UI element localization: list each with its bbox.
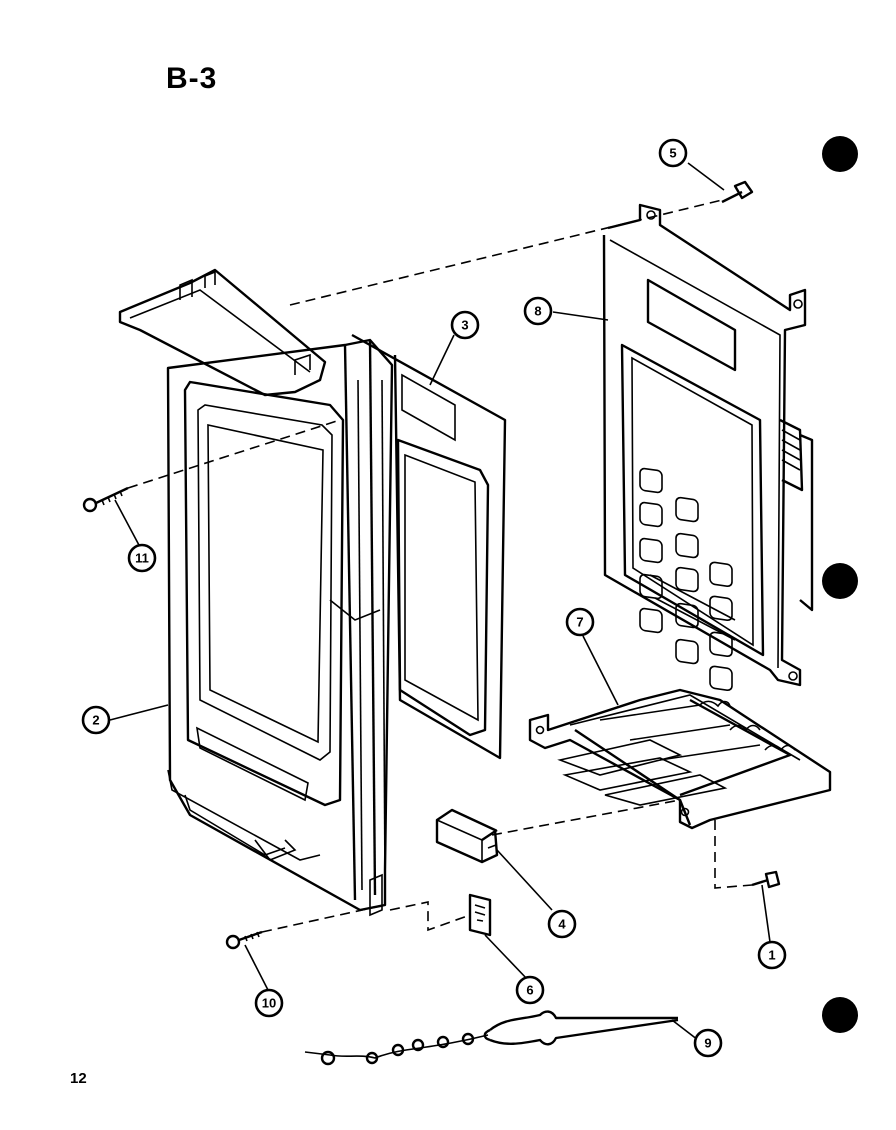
choke-cover — [351, 333, 507, 760]
binder-hole-bottom — [822, 997, 858, 1033]
screw-11 — [82, 486, 129, 513]
label-plate — [468, 893, 492, 937]
diagram-title: B-3 — [166, 62, 218, 95]
callout-3: 3 — [450, 310, 480, 340]
callout-8: 8 — [523, 296, 553, 326]
screw-10 — [225, 930, 263, 950]
switch-assembly — [528, 688, 832, 830]
callout-11: 11 — [127, 543, 157, 573]
svg-text:9: 9 — [704, 1036, 711, 1051]
svg-text:10: 10 — [262, 996, 276, 1011]
svg-text:7: 7 — [576, 615, 583, 630]
svg-text:5: 5 — [669, 146, 676, 161]
screw-1 — [751, 870, 781, 889]
svg-text:11: 11 — [135, 551, 149, 566]
page-number: 12 — [70, 1070, 87, 1087]
svg-text:8: 8 — [534, 304, 541, 319]
svg-text:2: 2 — [92, 713, 99, 728]
callout-5: 5 — [658, 138, 688, 168]
assembly-dashed-lines — [127, 199, 753, 933]
screw-5 — [721, 180, 754, 204]
door-frame-assembly — [118, 268, 394, 917]
callout-10: 10 — [254, 988, 284, 1018]
callout-6: 6 — [515, 975, 545, 1005]
svg-text:1: 1 — [768, 948, 775, 963]
callout-1: 1 — [757, 940, 787, 970]
callout-4: 4 — [547, 909, 577, 939]
connector-block — [435, 808, 499, 864]
control-panel — [602, 203, 814, 692]
binder-hole-top — [822, 136, 858, 172]
callout-7: 7 — [565, 607, 595, 637]
temperature-probe — [304, 1010, 679, 1066]
callout-9: 9 — [693, 1028, 723, 1058]
svg-text:3: 3 — [461, 318, 468, 333]
binder-hole-middle — [822, 563, 858, 599]
svg-text:6: 6 — [526, 983, 533, 998]
leader-lines — [109, 162, 771, 1041]
svg-text:4: 4 — [558, 917, 566, 932]
callout-2: 2 — [81, 705, 111, 735]
